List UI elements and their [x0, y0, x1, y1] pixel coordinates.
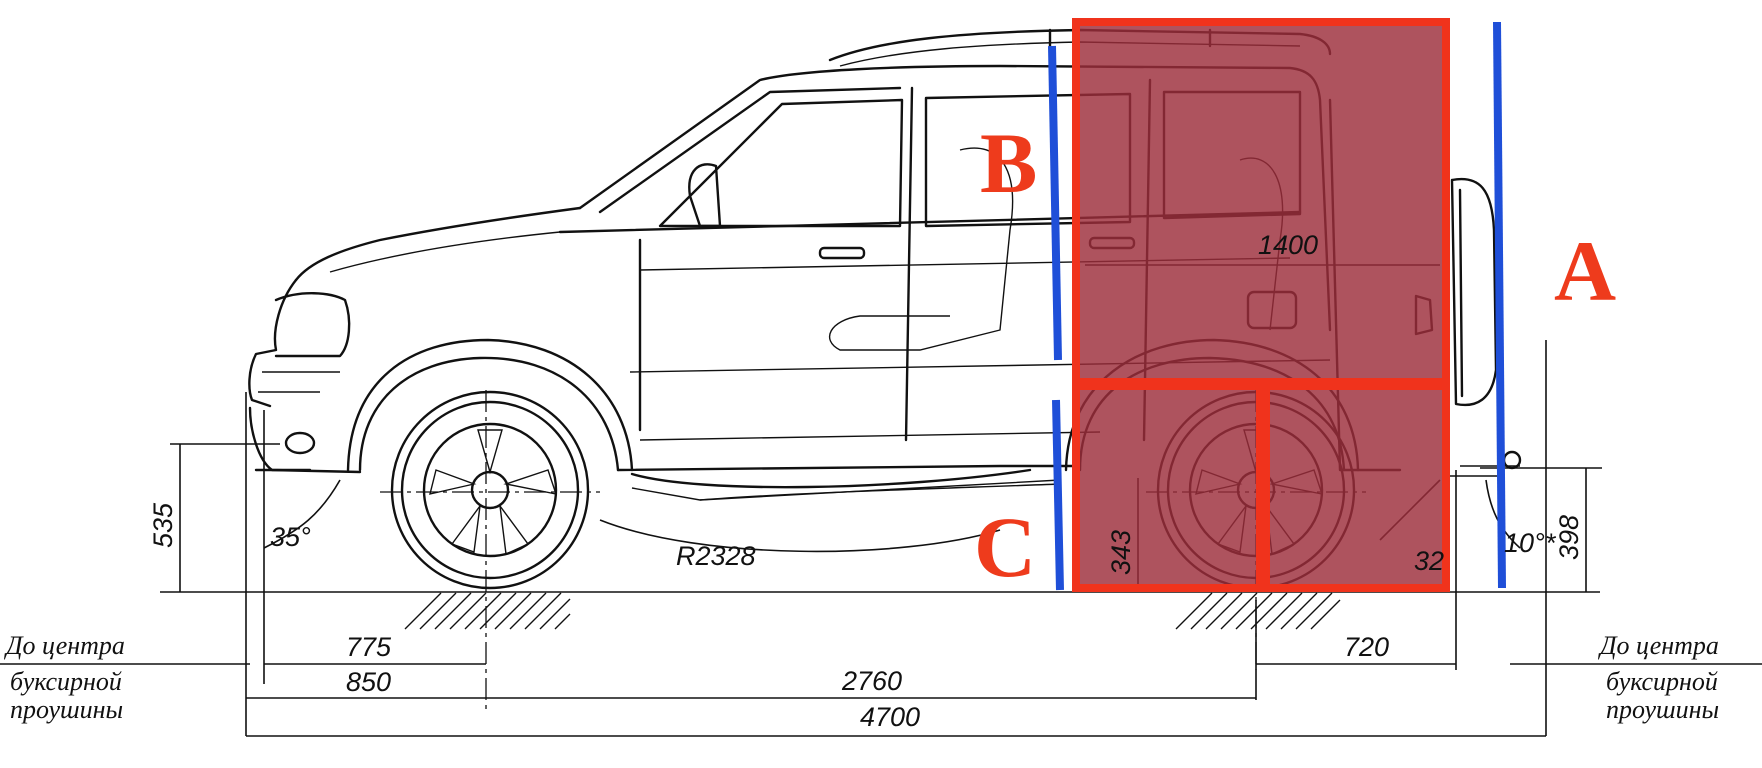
note-right-tow-eye: До центра буксирной проушины: [1597, 631, 1719, 724]
note-left-line-1: До центра: [3, 631, 125, 660]
ground-hatch-front: [404, 592, 571, 630]
note-right-line-2: буксирной: [1606, 667, 1718, 696]
dimension-1400: 1400: [1258, 230, 1318, 260]
front-wheel: [390, 390, 590, 590]
zone-lower-right-highlight: [1262, 382, 1450, 592]
zone-label-a: A: [1554, 223, 1616, 319]
dimension-343: 343: [1106, 530, 1136, 575]
note-right-line-3: проушины: [1606, 695, 1719, 724]
boundary-line-a: [1493, 21, 1506, 589]
highlight-zones: [1048, 18, 1506, 592]
ground-hatch-rear: [1175, 592, 1341, 630]
note-left-line-3: проушины: [10, 695, 123, 724]
note-right-line-1: До центра: [1597, 631, 1719, 660]
rear-angle-partial: 10°*: [1504, 528, 1557, 558]
dimension-398: 398: [1554, 515, 1584, 560]
note-left-line-2: буксирной: [10, 667, 122, 696]
zone-label-b: B: [980, 115, 1037, 211]
dimension-radius: R2328: [676, 541, 756, 571]
note-left-tow-eye: До центра буксирной проушины: [3, 631, 125, 724]
dimension-4700: 4700: [860, 702, 920, 732]
dimension-535: 535: [148, 502, 178, 548]
boundary-line-c: [1052, 399, 1064, 591]
approach-angle: 35°: [270, 522, 311, 552]
boundary-line-b: [1048, 45, 1062, 361]
zone-label-c: C: [974, 499, 1036, 595]
departure-angle-partial: 32: [1414, 546, 1444, 576]
dimension-720: 720: [1344, 632, 1389, 662]
dimension-2760: 2760: [841, 666, 902, 696]
dimension-850: 850: [346, 667, 391, 697]
zone-upper-rear-highlight: [1072, 18, 1450, 386]
dimension-775: 775: [346, 632, 392, 662]
zone-lower-left-highlight: [1072, 382, 1264, 592]
